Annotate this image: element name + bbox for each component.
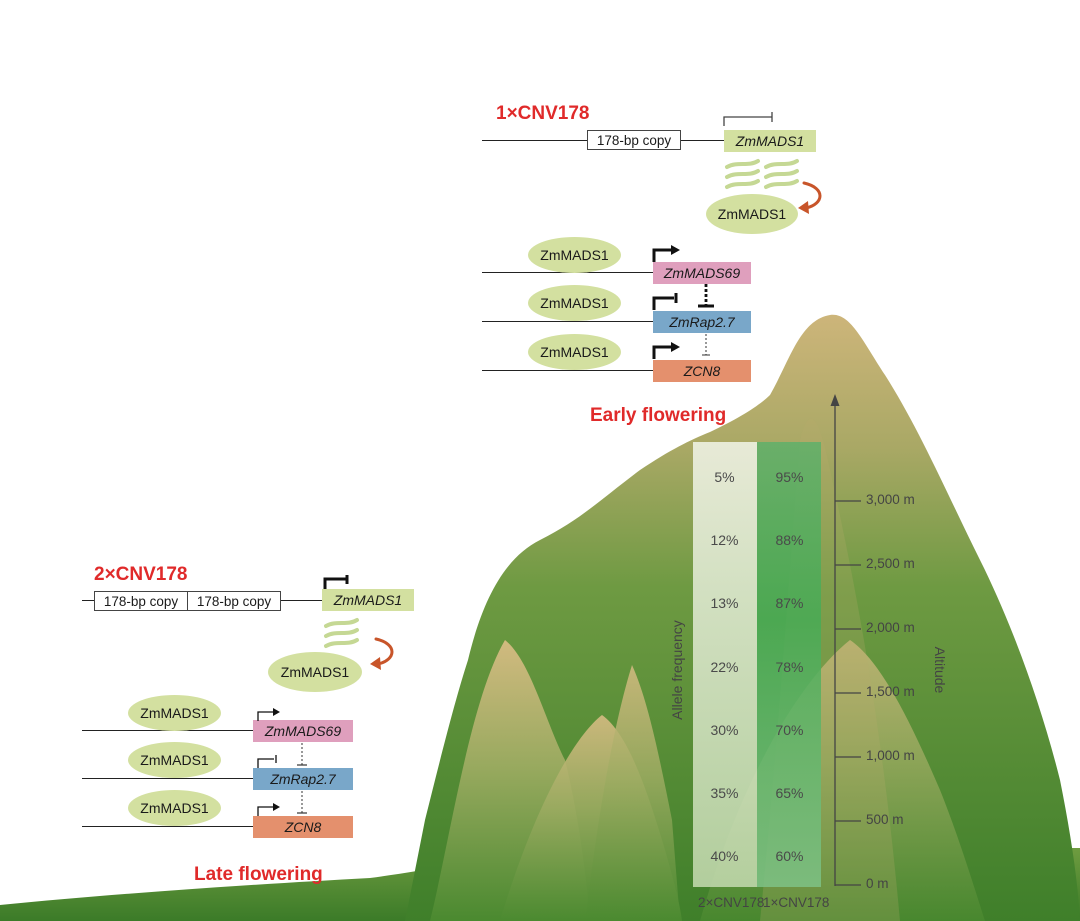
copy-box-1: 178-bp copy xyxy=(94,591,188,611)
frequency-row: 35% 65% xyxy=(693,761,821,824)
phenotype-late-flowering: Late flowering xyxy=(194,864,323,885)
frequency-cell-2x: 30% xyxy=(710,721,739,738)
frequency-cell-1x: 65% xyxy=(775,785,804,802)
altitude-axis xyxy=(830,394,861,886)
gene-zmmads1: ZmMADS1 xyxy=(322,589,414,611)
phenotype-early-flowering: Early flowering xyxy=(590,405,727,426)
frequency-row: 5% 95% xyxy=(693,445,821,508)
gene-zcn8: ZCN8 xyxy=(653,360,751,382)
repressed-promoter-icon xyxy=(723,112,773,126)
regulator-zmmads1: ZmMADS1 xyxy=(528,334,621,370)
repressed-promoter-icon xyxy=(323,575,349,589)
frequency-cell-1x: 88% xyxy=(775,531,804,548)
frequency-cell-2x: 13% xyxy=(710,595,739,612)
frequency-row: 13% 87% xyxy=(693,572,821,635)
dna-strand xyxy=(82,778,254,780)
frequency-cell-2x: 12% xyxy=(710,531,739,548)
gene-zmrap27: ZmRap2.7 xyxy=(653,311,751,333)
gene-zmrap27: ZmRap2.7 xyxy=(253,768,353,790)
frequency-row: 12% 88% xyxy=(693,508,821,571)
feedback-arrow-icon xyxy=(798,181,822,214)
dna-strand xyxy=(82,826,254,828)
altitude-tick-label: 1,500 m xyxy=(866,684,915,699)
frequency-row: 22% 78% xyxy=(693,635,821,698)
altitude-tick-label: 1,000 m xyxy=(866,748,915,763)
altitude-axis-title: Altitude xyxy=(932,646,948,694)
dna-strand xyxy=(482,321,654,323)
column-label-1x: 1×CNV178 xyxy=(763,895,830,910)
gene-zmmads1: ZmMADS1 xyxy=(724,130,816,152)
peak-mid xyxy=(585,665,680,921)
allele-frequency-label: Allele frequency xyxy=(669,620,685,720)
dna-strand xyxy=(482,370,654,372)
altitude-tick-label: 3,000 m xyxy=(866,492,915,507)
regulator-zmmads1: ZmMADS1 xyxy=(528,237,621,273)
top-regulation-arrows xyxy=(652,245,714,359)
frequency-cell-1x: 78% xyxy=(775,658,804,675)
frequency-table: 5% 95% 12% 88% 13% 87% 22% 78% 30% 70% 35% 65% 40% 60… xyxy=(693,445,821,888)
regulator-zmmads1: ZmMADS1 xyxy=(528,285,621,321)
frequency-cell-2x: 5% xyxy=(714,468,735,485)
regulator-zmmads1: ZmMADS1 xyxy=(128,695,221,731)
frequency-cell-2x: 22% xyxy=(710,658,739,675)
transcript-wave-icon xyxy=(725,159,799,189)
column-label-2x: 2×CNV178 xyxy=(698,895,765,910)
regulator-zmmads1: ZmMADS1 xyxy=(128,790,221,826)
feedback-arrow-icon xyxy=(370,637,394,670)
bottom-regulation-arrows xyxy=(257,708,307,816)
altitude-tick-label: 500 m xyxy=(866,812,904,827)
heading-1x-cnv178: 1×CNV178 xyxy=(496,103,590,124)
transcript-wave-icon xyxy=(324,618,359,648)
protein-zmmads1: ZmMADS1 xyxy=(268,652,362,692)
heading-2x-cnv178: 2×CNV178 xyxy=(94,564,188,585)
copy-box: 178-bp copy xyxy=(587,130,681,150)
gene-zmmads69: ZmMADS69 xyxy=(253,720,353,742)
frequency-cell-1x: 87% xyxy=(775,595,804,612)
frequency-cell-1x: 60% xyxy=(775,848,804,865)
frequency-cell-2x: 35% xyxy=(710,785,739,802)
altitude-tick-label: 2,500 m xyxy=(866,556,915,571)
frequency-cell-2x: 40% xyxy=(710,848,739,865)
frequency-row: 40% 60% xyxy=(693,825,821,888)
frequency-row: 30% 70% xyxy=(693,698,821,761)
frequency-cell-1x: 70% xyxy=(775,721,804,738)
protein-zmmads1: ZmMADS1 xyxy=(706,194,798,234)
regulator-zmmads1: ZmMADS1 xyxy=(128,742,221,778)
copy-box-2: 178-bp copy xyxy=(187,591,281,611)
altitude-tick-label: 0 m xyxy=(866,876,889,891)
gene-zmmads69: ZmMADS69 xyxy=(653,262,751,284)
frequency-table-bg xyxy=(693,442,821,887)
altitude-tick-label: 2,000 m xyxy=(866,620,915,635)
frequency-cell-1x: 95% xyxy=(775,468,804,485)
gene-zcn8: ZCN8 xyxy=(253,816,353,838)
